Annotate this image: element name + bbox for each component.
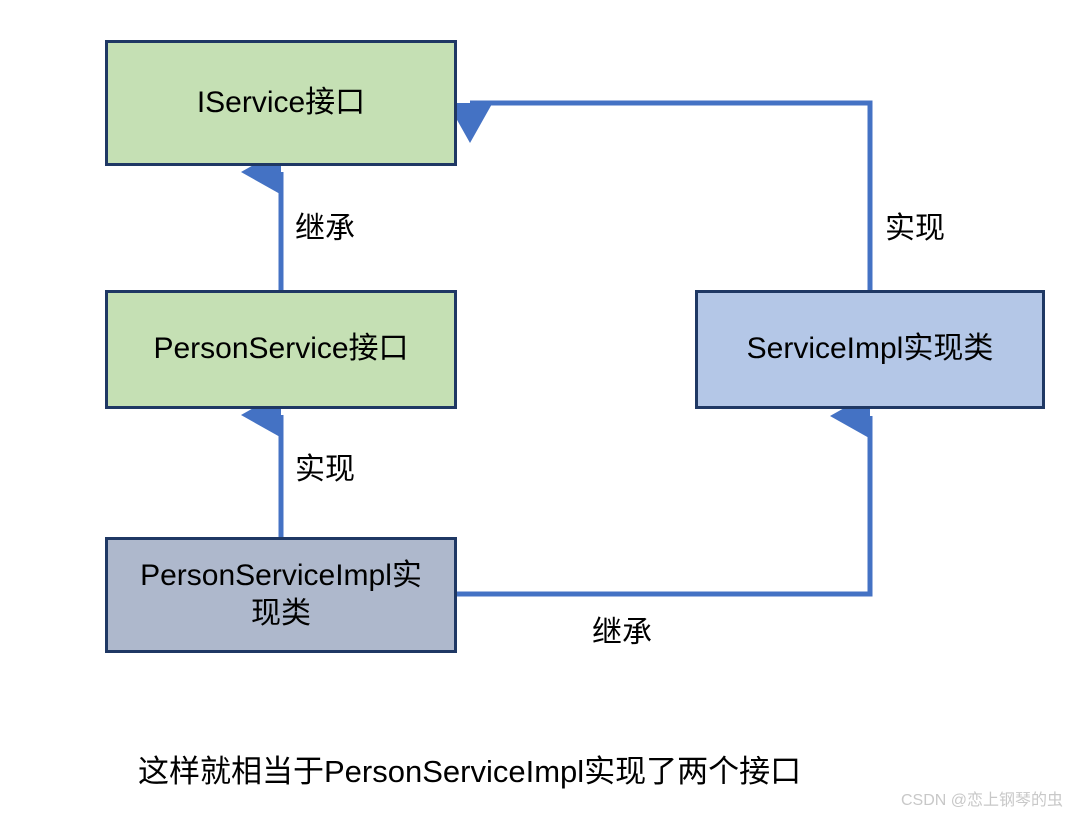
edge-serviceimpl-to-iservice bbox=[447, 100, 873, 290]
node-serviceimpl-label: ServiceImpl实现类 bbox=[746, 332, 994, 366]
edge-label-serviceimpl-to-iservice: 实现 bbox=[885, 212, 945, 245]
node-personservice[interactable]: PersonService接口 bbox=[105, 290, 457, 409]
node-iservice-label: IService接口 bbox=[196, 85, 366, 119]
diagram-caption: 这样就相当于PersonServiceImpl实现了两个接口 bbox=[138, 754, 802, 789]
edge-label-personserviceimpl-to-personservice: 实现 bbox=[295, 453, 355, 486]
node-personserviceimpl[interactable]: PersonServiceImpl实 现类 bbox=[105, 537, 457, 653]
node-serviceimpl[interactable]: ServiceImpl实现类 bbox=[695, 290, 1045, 409]
csdn-watermark: CSDN @恋上钢琴的虫 bbox=[900, 792, 1063, 809]
node-personservice-label: PersonService接口 bbox=[153, 332, 409, 366]
edge-personserviceimpl-to-serviceimpl bbox=[457, 393, 873, 597]
node-iservice[interactable]: IService接口 bbox=[105, 40, 457, 166]
node-personserviceimpl-label: PersonServiceImpl实 现类 bbox=[140, 558, 422, 630]
edge-label-personservice-to-iservice: 继承 bbox=[295, 212, 355, 245]
edge-label-personserviceimpl-to-serviceimpl: 继承 bbox=[592, 616, 652, 649]
